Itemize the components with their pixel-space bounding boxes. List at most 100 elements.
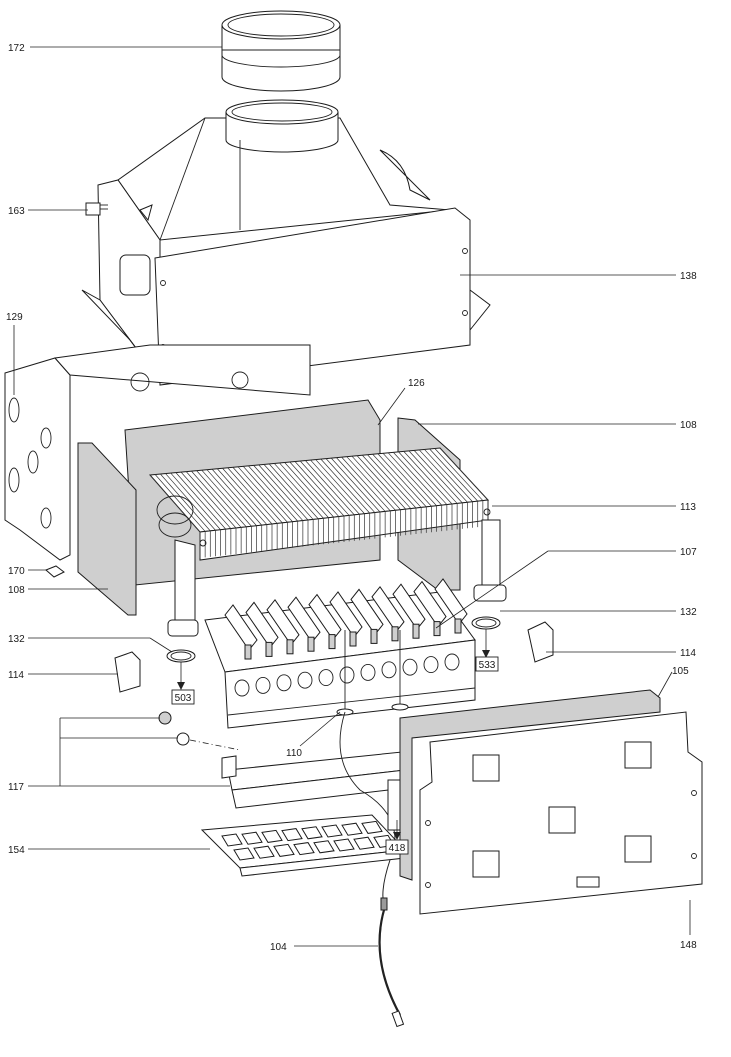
fin-top bbox=[398, 451, 448, 505]
callout-129: 129 bbox=[6, 312, 23, 323]
tray-slot bbox=[301, 826, 323, 840]
tray-slot bbox=[333, 838, 355, 852]
burner-107 bbox=[204, 578, 476, 729]
tray-slot bbox=[293, 842, 315, 856]
tray-slot bbox=[341, 822, 363, 836]
fin-top bbox=[367, 454, 417, 509]
seal-132-left bbox=[166, 649, 196, 663]
fin-top bbox=[362, 454, 412, 509]
burner-hole bbox=[276, 674, 292, 692]
fin-top bbox=[206, 469, 257, 526]
fin-top bbox=[242, 466, 293, 522]
callout-107: 107 bbox=[680, 547, 697, 558]
callout-labels: 172 163 138 129 126 108 113 107 170 108 … bbox=[6, 43, 697, 953]
burner-hole bbox=[444, 653, 460, 671]
fin-top bbox=[279, 462, 329, 518]
burner-tube bbox=[433, 621, 441, 637]
fin-top bbox=[424, 449, 473, 502]
burner-hole bbox=[402, 658, 418, 676]
burner-blade bbox=[413, 580, 447, 628]
burner-tube bbox=[286, 639, 294, 655]
fin-top bbox=[222, 468, 273, 525]
fin-top bbox=[154, 474, 206, 532]
burner-blade bbox=[287, 596, 321, 644]
burner-tube bbox=[307, 636, 315, 652]
fin-top bbox=[336, 457, 386, 512]
fin-top bbox=[258, 464, 309, 521]
burner-tube bbox=[328, 634, 336, 650]
nozzle-bar-117 bbox=[158, 711, 406, 809]
burner-blade bbox=[245, 601, 279, 649]
burner-hole bbox=[423, 656, 439, 674]
callout-132-right: 132 bbox=[680, 607, 697, 618]
boxed-ref-503: 503 bbox=[171, 689, 195, 705]
fin-top bbox=[263, 464, 314, 520]
fin-top bbox=[387, 452, 437, 506]
fin-top bbox=[170, 472, 221, 530]
fin-top bbox=[419, 449, 468, 503]
fin-top bbox=[196, 470, 247, 528]
fin-top bbox=[341, 456, 391, 512]
burner-tube bbox=[454, 618, 462, 634]
burner-blade bbox=[392, 583, 426, 631]
fin-top bbox=[325, 458, 376, 513]
insulation-panel-108-left bbox=[77, 442, 137, 616]
fin-top bbox=[429, 448, 478, 502]
burner-hole bbox=[339, 666, 355, 684]
burner-hole bbox=[318, 669, 334, 687]
burner-blade bbox=[329, 591, 363, 638]
clip-114-right bbox=[527, 621, 554, 663]
burner-blade bbox=[371, 585, 405, 633]
tray-slot bbox=[321, 824, 343, 838]
callout-132-left: 132 bbox=[8, 634, 25, 645]
fin-top bbox=[330, 457, 381, 513]
tray-slot bbox=[273, 843, 295, 857]
burner-hole bbox=[360, 663, 376, 681]
callout-114-left: 114 bbox=[8, 670, 24, 681]
callout-113: 113 bbox=[680, 502, 696, 513]
fin-top bbox=[413, 450, 463, 504]
fin-top bbox=[310, 459, 360, 515]
front-panel-148 bbox=[419, 711, 703, 915]
fin-top bbox=[408, 450, 458, 504]
tray-slot bbox=[241, 831, 263, 845]
burner-hole bbox=[255, 676, 271, 694]
fin-top bbox=[165, 473, 216, 531]
tray-slot bbox=[261, 829, 283, 843]
callout-108-right: 108 bbox=[680, 420, 697, 431]
flue-hood-138 bbox=[81, 99, 491, 386]
burner-tube bbox=[412, 623, 420, 639]
fin-top bbox=[315, 459, 365, 514]
boxed-ref-418-label: 418 bbox=[389, 843, 406, 854]
burner-tube bbox=[244, 644, 252, 660]
burner-blade bbox=[266, 598, 300, 646]
fin-top bbox=[227, 467, 278, 524]
fin-top bbox=[372, 454, 422, 508]
flue-collar-172 bbox=[221, 10, 341, 92]
cable-104 bbox=[378, 859, 405, 1028]
tray-slot bbox=[233, 847, 255, 861]
electrode-110 bbox=[336, 630, 409, 841]
fin-top bbox=[149, 474, 201, 533]
boxed-ref-533: 533 bbox=[475, 656, 499, 672]
callout-104: 104 bbox=[270, 942, 287, 953]
fin-top bbox=[185, 471, 237, 529]
callout-138: 138 bbox=[680, 271, 697, 282]
callout-126: 126 bbox=[408, 378, 425, 389]
heat-exchanger-113 bbox=[148, 447, 507, 637]
fin-top bbox=[377, 453, 427, 508]
fin-top bbox=[211, 468, 262, 526]
burner-tube bbox=[265, 641, 273, 657]
burner-hole bbox=[234, 679, 250, 697]
callout-105: 105 bbox=[672, 666, 689, 677]
fin-top bbox=[320, 458, 370, 514]
fin-top bbox=[191, 470, 242, 528]
fin-top bbox=[248, 465, 298, 522]
fin-top bbox=[305, 460, 355, 516]
fin-top bbox=[284, 462, 334, 518]
fin-top bbox=[439, 447, 489, 501]
tray-slot bbox=[313, 840, 335, 854]
tray-154 bbox=[200, 814, 407, 877]
fin-top bbox=[346, 456, 396, 511]
